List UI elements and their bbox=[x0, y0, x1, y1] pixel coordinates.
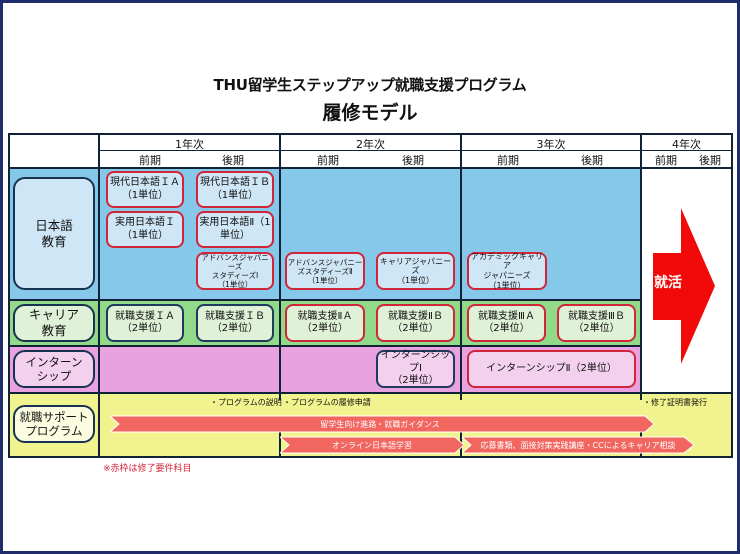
term-4-first: 前期 bbox=[655, 154, 677, 167]
term-4-second: 後期 bbox=[699, 154, 721, 167]
course-practical-japanese-1: 実用日本語Ｉ （1単位） bbox=[106, 211, 184, 248]
course-job-support-2a: 就職支援ⅡＡ （2単位） bbox=[285, 304, 365, 342]
grid-line bbox=[9, 345, 641, 347]
category-japanese: 日本語 教育 bbox=[13, 177, 95, 290]
term-2-second: 後期 bbox=[402, 154, 424, 167]
grid-line bbox=[9, 167, 732, 169]
term-3-second: 後期 bbox=[581, 154, 603, 167]
grid-line bbox=[460, 133, 462, 400]
year-1-header: 1年次 bbox=[175, 138, 204, 151]
guidance-bar bbox=[110, 415, 655, 433]
model-subtitle: 履修モデル bbox=[322, 102, 418, 124]
note-program-explanation: ・プログラムの説明 bbox=[210, 398, 282, 407]
year-2-header: 2年次 bbox=[356, 138, 385, 151]
online-japanese-bar-label: オンライン日本語学習 bbox=[332, 441, 412, 450]
grid-line bbox=[9, 299, 641, 301]
category-career: キャリア 教育 bbox=[13, 304, 95, 342]
guidance-bar-label: 留学生向け進路・就職ガイダンス bbox=[320, 420, 440, 429]
course-advanced-japanese-studies-1: アドバンスジャパニーズ スタディーズⅠ （1単位） bbox=[196, 252, 274, 290]
career-practice-bar bbox=[462, 436, 695, 454]
course-modern-japanese-1a: 現代日本語ＩＡ （1単位） bbox=[106, 171, 184, 208]
category-internship: インターン シップ bbox=[13, 350, 95, 388]
note-certificate-issue: ・修了証明書発行 bbox=[643, 398, 707, 407]
job-hunting-label: 就活 bbox=[654, 275, 682, 291]
course-job-support-3b: 就職支援ⅢＢ （2単位） bbox=[557, 304, 636, 342]
course-academic-career-japanese: アカデミックキャリア ジャパニーズ （1単位） bbox=[467, 252, 547, 290]
course-job-support-1a: 就職支援ＩＡ （2単位） bbox=[106, 304, 184, 342]
course-modern-japanese-1b: 現代日本語ＩＢ （1単位） bbox=[196, 171, 274, 208]
grid-line bbox=[9, 133, 732, 135]
footnote-required: ※赤枠は修了要件科目 bbox=[103, 464, 192, 474]
year-3-header: 3年次 bbox=[536, 138, 566, 151]
course-practical-japanese-2: 実用日本語Ⅱ（1 単位） bbox=[196, 211, 274, 248]
course-job-support-3a: 就職支援ⅢＡ （2単位） bbox=[467, 304, 546, 342]
term-3-first: 前期 bbox=[497, 154, 519, 167]
category-support: 就職サポート プログラム bbox=[13, 405, 95, 443]
grid-line bbox=[279, 432, 281, 456]
grid-line bbox=[99, 150, 732, 151]
online-japanese-bar bbox=[280, 436, 465, 454]
grid-line bbox=[98, 133, 100, 458]
course-career-japanese: キャリアジャパニーズ （1単位） bbox=[376, 252, 455, 290]
course-job-support-1b: 就職支援ＩＢ （2単位） bbox=[196, 304, 274, 342]
career-practice-bar-label: 応募書類、面接対策実践講座・CCによるキャリア相談 bbox=[480, 441, 676, 450]
job-hunting-arrow-icon bbox=[653, 208, 715, 364]
program-title: THU留学生ステップアップ就職支援プログラム bbox=[213, 76, 527, 94]
course-internship-2: インターンシップⅡ（2単位） bbox=[467, 350, 636, 388]
grid-line bbox=[731, 133, 733, 458]
grid-line bbox=[9, 392, 732, 394]
year-4-header: 4年次 bbox=[672, 138, 701, 151]
term-1-second: 後期 bbox=[222, 154, 244, 167]
grid-line bbox=[8, 133, 10, 458]
grid-line bbox=[640, 133, 642, 400]
grid-line bbox=[9, 456, 732, 458]
term-1-first: 前期 bbox=[139, 154, 161, 167]
note-program-application: ・プログラムの履修申請 bbox=[283, 398, 371, 407]
course-advanced-japanese-studies-2: アドバンスジャパニー ズスタディーズⅡ （1単位） bbox=[285, 252, 365, 290]
course-internship-1: インターンシップⅠ （2単位） bbox=[376, 350, 455, 388]
course-job-support-2b: 就職支援ⅡＢ （2単位） bbox=[376, 304, 455, 342]
grid-line bbox=[279, 133, 281, 400]
header-row bbox=[9, 134, 732, 168]
term-2-first: 前期 bbox=[317, 154, 339, 167]
